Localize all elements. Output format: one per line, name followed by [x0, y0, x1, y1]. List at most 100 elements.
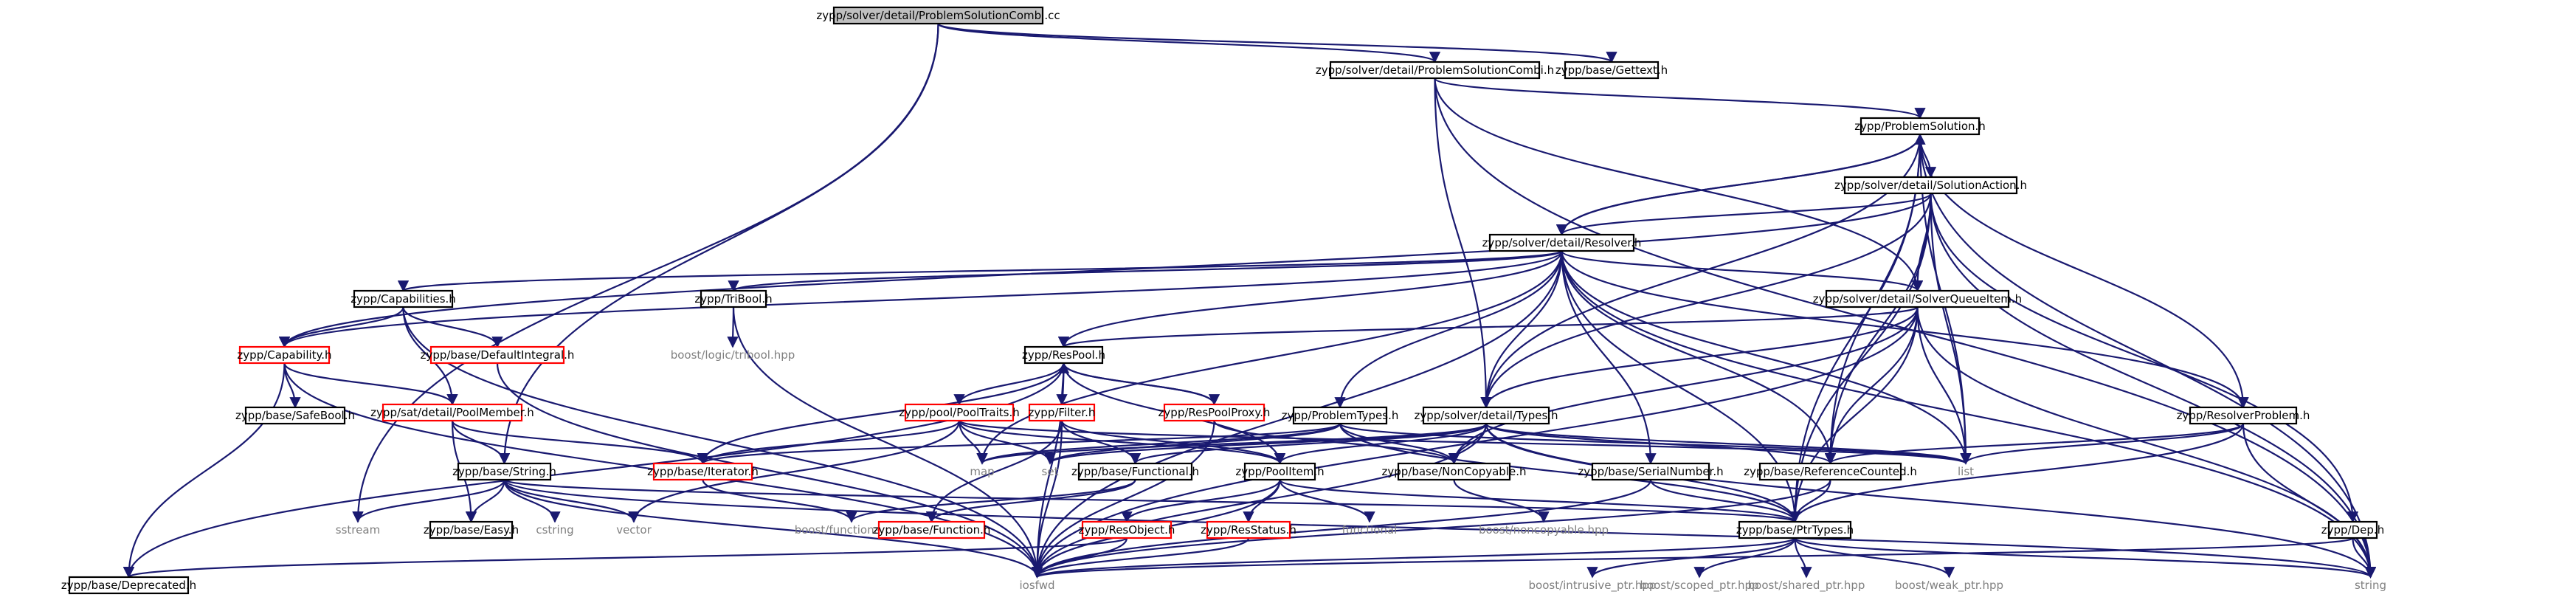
edge-types-to-map — [976, 422, 1488, 465]
node-psc-h[interactable]: zypp/solver/detail/ProblemSolutionCombi.… — [1316, 61, 1554, 80]
node-label: zypp/solver/detail/SolverQueueItem.h — [1813, 292, 2022, 306]
node-box — [1077, 462, 1193, 481]
node-ptrtypes[interactable]: zypp/base/PtrTypes.h — [1736, 520, 1854, 539]
node-box — [429, 345, 565, 365]
node-label: zypp/base/NonCopyable.h — [1382, 465, 1527, 478]
node-dep[interactable]: zypp/Dep.h — [2321, 520, 2384, 539]
edge-respoolproxy-to-respool — [1057, 362, 1215, 405]
edge-solact-to-resolver — [1556, 193, 1932, 236]
edge-types-to-functional_h — [1130, 423, 1488, 465]
node-resobject[interactable]: zypp/ResObject.h — [1079, 520, 1175, 539]
node-capabilities[interactable]: zypp/Capabilities.h — [351, 289, 456, 308]
edge-pooltraits-to-poolitem — [958, 420, 1285, 465]
node-list: list — [1958, 465, 1974, 478]
node-vector: vector — [616, 523, 652, 537]
node-types[interactable]: zypp/solver/detail/Types.h — [1414, 406, 1558, 425]
node-function-h[interactable]: zypp/base/Function.h — [873, 520, 991, 539]
node-box — [904, 403, 1015, 422]
node-boost-tribool: boost/logic/tribool.hpp — [671, 348, 795, 362]
node-label: zypp/Capability.h — [237, 348, 331, 362]
node-boost-weak: boost/weak_ptr.hpp — [1895, 579, 2003, 593]
edge-pooltraits-to-list — [958, 419, 1972, 465]
node-solact[interactable]: zypp/solver/detail/SolutionAction.h — [1834, 176, 2027, 195]
edge-string_h-to-iosfwd — [503, 479, 1043, 579]
node-resstatus[interactable]: zypp/ResStatus.h — [1201, 520, 1296, 539]
node-cstring: cstring — [536, 523, 573, 537]
node-gettext[interactable]: zypp/base/Gettext.h — [1555, 61, 1668, 80]
node-pooltraits[interactable]: zypp/pool/PoolTraits.h — [899, 403, 1020, 422]
edge-ptrtypes-to-iosfwd — [1032, 537, 1796, 579]
edge-types-to-list — [1485, 422, 1972, 465]
node-set: set — [1042, 465, 1059, 478]
edge-respool-to-iosfwd — [1031, 362, 1065, 579]
edge-resolver-to-string — [1561, 250, 2377, 579]
node-box — [1081, 520, 1173, 539]
node-label: zypp/pool/PoolTraits.h — [899, 406, 1019, 419]
node-label: zypp/base/Gettext.h — [1555, 63, 1668, 77]
edge-problemtypes-to-ptrtypes — [1339, 423, 1801, 523]
node-label: zypp/base/Deprecated.h — [61, 579, 196, 592]
node-respoolproxy[interactable]: zypp/ResPoolProxy.h — [1158, 403, 1271, 422]
edge-iterator-to-boost_functional — [702, 479, 857, 523]
node-box — [832, 6, 1044, 25]
node-label: zypp/ProblemSolution.h — [1854, 120, 1986, 133]
node-problemtypes[interactable]: zypp/ProblemTypes.h — [1282, 406, 1399, 425]
node-box — [1023, 345, 1104, 365]
node-safebool[interactable]: zypp/base/SafeBool.h — [235, 406, 355, 425]
edge-capabilities-to-capability — [278, 306, 404, 348]
node-probsol[interactable]: zypp/ProblemSolution.h — [1854, 117, 1986, 136]
node-box — [1292, 406, 1388, 425]
edge-dep-to-iosfwd — [1032, 537, 2354, 579]
edge-resolverproblem-to-ptrtypes — [1789, 423, 2245, 523]
edge-psc_h-to-probsol — [1434, 77, 1926, 120]
node-box — [700, 289, 767, 308]
node-poolitem[interactable]: zypp/PoolItem.h — [1235, 462, 1325, 481]
node-defint[interactable]: zypp/base/DefaultIntegral.h — [421, 345, 575, 365]
node-label: zypp/Filter.h — [1029, 406, 1096, 419]
edge-solact-to-ptrtypes — [1789, 193, 1932, 523]
node-boost-intrusive: boost/intrusive_ptr.hpp — [1529, 579, 1657, 593]
node-box — [1329, 61, 1541, 80]
edge-resolverproblem-to-list — [1960, 423, 2245, 465]
edge-ptrtypes-to-boost_shared — [1794, 537, 1812, 579]
node-refcounted[interactable]: zypp/base/ReferenceCounted.h — [1744, 462, 1917, 481]
edge-string_h-to-string — [503, 479, 2376, 579]
node-serialnumber[interactable]: zypp/base/SerialNumber.h — [1578, 462, 1724, 481]
edge-filter-to-poolitem — [1060, 420, 1286, 465]
node-respool[interactable]: zypp/ResPool.h — [1022, 345, 1105, 365]
node-resolver[interactable]: zypp/solver/detail/Resolver.h — [1482, 233, 1642, 252]
node-capability[interactable]: zypp/Capability.h — [237, 345, 332, 365]
node-iterator[interactable]: zypp/base/Iterator.h — [647, 462, 759, 481]
node-label: zypp/base/SerialNumber.h — [1578, 465, 1723, 478]
edge-poolitem-to-ptrtypes — [1279, 478, 1800, 523]
node-sqi[interactable]: zypp/solver/detail/SolverQueueItem.h — [1813, 289, 2022, 308]
edge-resolver-to-serialnumber — [1561, 250, 1657, 465]
edge-sqi-to-list — [1916, 306, 1972, 465]
node-functional-h[interactable]: zypp/base/Functional.h — [1071, 462, 1199, 481]
edge-probsol-to-string — [1919, 134, 2377, 579]
node-resolverproblem[interactable]: zypp/ResolverProblem.h — [2177, 406, 2310, 425]
node-box — [1397, 462, 1511, 481]
node-deprecated[interactable]: zypp/base/Deprecated.h — [61, 576, 196, 595]
edge-resobject-to-deprecated — [123, 537, 1128, 579]
node-box — [238, 345, 331, 365]
node-box — [1860, 117, 1981, 136]
node-poolmember[interactable]: zypp/sat/detail/PoolMember.h — [370, 403, 534, 422]
node-box — [68, 576, 190, 595]
node-label: boost/intrusive_ptr.hpp — [1529, 579, 1657, 593]
node-string-h[interactable]: zypp/base/String.h — [452, 462, 556, 481]
node-noncopyable[interactable]: zypp/base/NonCopyable.h — [1382, 462, 1527, 481]
node-easy[interactable]: zypp/base/Easy.h — [424, 520, 519, 539]
edge-resolver-to-respool — [1057, 250, 1563, 348]
node-box — [457, 462, 552, 481]
node-label: boost/weak_ptr.hpp — [1895, 579, 2003, 593]
node-label: zypp/base/Functional.h — [1071, 465, 1199, 478]
edge-resolver-to-map — [976, 250, 1563, 465]
node-root[interactable]: zypp/solver/detail/ProblemSolutionCombi.… — [816, 6, 1060, 25]
node-label: string — [2355, 579, 2386, 592]
edge-pooltraits-to-iterator — [697, 420, 961, 465]
node-tribool[interactable]: zypp/TriBool.h — [694, 289, 773, 308]
node-filter[interactable]: zypp/Filter.h — [1029, 403, 1096, 422]
edge-psc_h-to-types — [1434, 77, 1492, 409]
